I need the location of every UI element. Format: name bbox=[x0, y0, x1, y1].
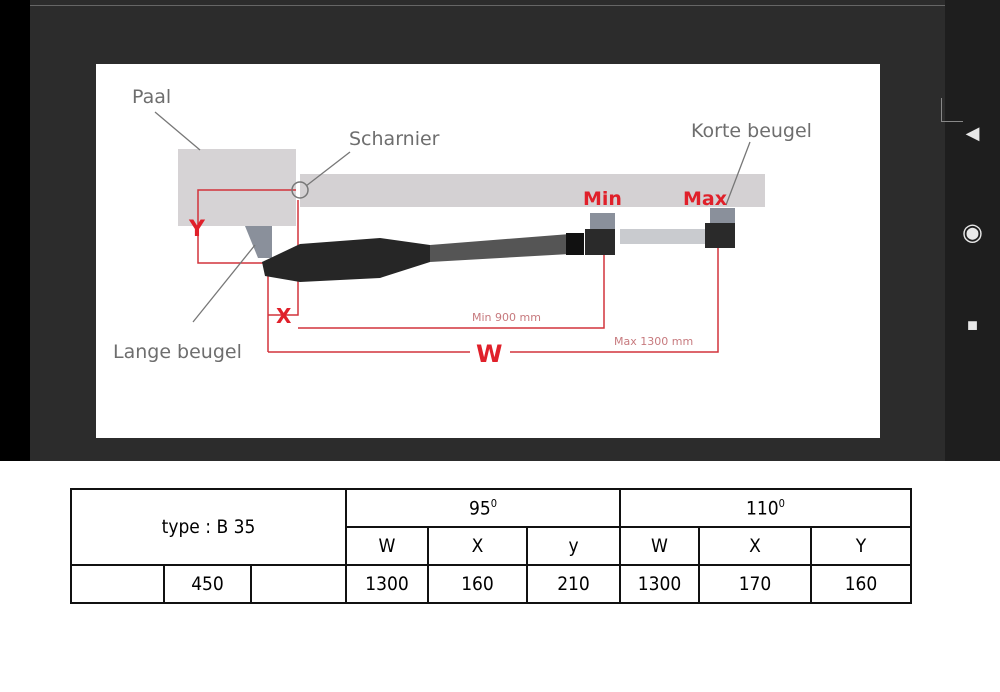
label-long-bracket: Lange beugel bbox=[113, 341, 242, 363]
cell: 1300 bbox=[345, 564, 429, 604]
min-bracket bbox=[585, 229, 615, 255]
label-post: Paal bbox=[132, 86, 171, 108]
piston bbox=[620, 229, 705, 244]
col-header: Y bbox=[810, 526, 912, 566]
angle-110-header: 1100 bbox=[619, 488, 912, 528]
hinge-circle bbox=[291, 181, 309, 199]
cell: 450 bbox=[163, 564, 252, 604]
label-max: Max bbox=[683, 188, 727, 210]
cell: 170 bbox=[698, 564, 812, 604]
left-edge bbox=[0, 0, 30, 461]
gate-opener-diagram: Paal Scharnier Korte beugel Lange beugel… bbox=[113, 86, 812, 368]
table-row: 450 1300 160 210 1300 170 160 bbox=[70, 564, 912, 604]
recents-icon[interactable]: ■ bbox=[967, 315, 978, 335]
col-header: y bbox=[526, 526, 621, 566]
divider bbox=[30, 5, 945, 6]
corner-mark bbox=[941, 98, 963, 122]
label-max-dimension: Max 1300 mm bbox=[614, 335, 693, 348]
label-hinge: Scharnier bbox=[349, 128, 440, 150]
cell: 210 bbox=[526, 564, 621, 604]
dimension-lines bbox=[197, 189, 719, 353]
gate-beam bbox=[300, 174, 765, 207]
label-w: W bbox=[476, 340, 502, 368]
col-header: W bbox=[345, 526, 429, 566]
long-bracket-shape bbox=[245, 226, 272, 258]
label-short-bracket: Korte beugel bbox=[691, 120, 812, 142]
cell: 160 bbox=[810, 564, 912, 604]
cell bbox=[70, 564, 165, 604]
col-header: X bbox=[427, 526, 528, 566]
home-icon[interactable]: ◉ bbox=[962, 219, 983, 246]
collar bbox=[566, 233, 584, 255]
back-icon[interactable]: ◀ bbox=[965, 123, 980, 143]
angle-95-header: 950 bbox=[345, 488, 621, 528]
post-shape bbox=[178, 149, 296, 226]
label-x: X bbox=[276, 304, 292, 328]
motor-body bbox=[262, 238, 430, 282]
navigation-bar: ◀ ◉ ■ bbox=[941, 0, 1000, 461]
cell: 1300 bbox=[619, 564, 700, 604]
leader-lines bbox=[154, 111, 751, 323]
motor-tube bbox=[430, 234, 570, 262]
col-header: W bbox=[619, 526, 700, 566]
label-min: Min bbox=[583, 188, 622, 210]
col-header: X bbox=[698, 526, 812, 566]
label-min-dimension: Min 900 mm bbox=[472, 311, 541, 324]
cell: 160 bbox=[427, 564, 528, 604]
label-y: Y bbox=[188, 217, 206, 242]
max-bracket-block bbox=[710, 208, 735, 225]
min-bracket-block bbox=[590, 213, 615, 231]
type-cell: type : B 35 bbox=[70, 488, 347, 566]
cell bbox=[250, 564, 347, 604]
max-bracket bbox=[705, 223, 735, 248]
specs-table: type : B 35 950 1100 W X y W X Y 450 130… bbox=[70, 488, 912, 604]
